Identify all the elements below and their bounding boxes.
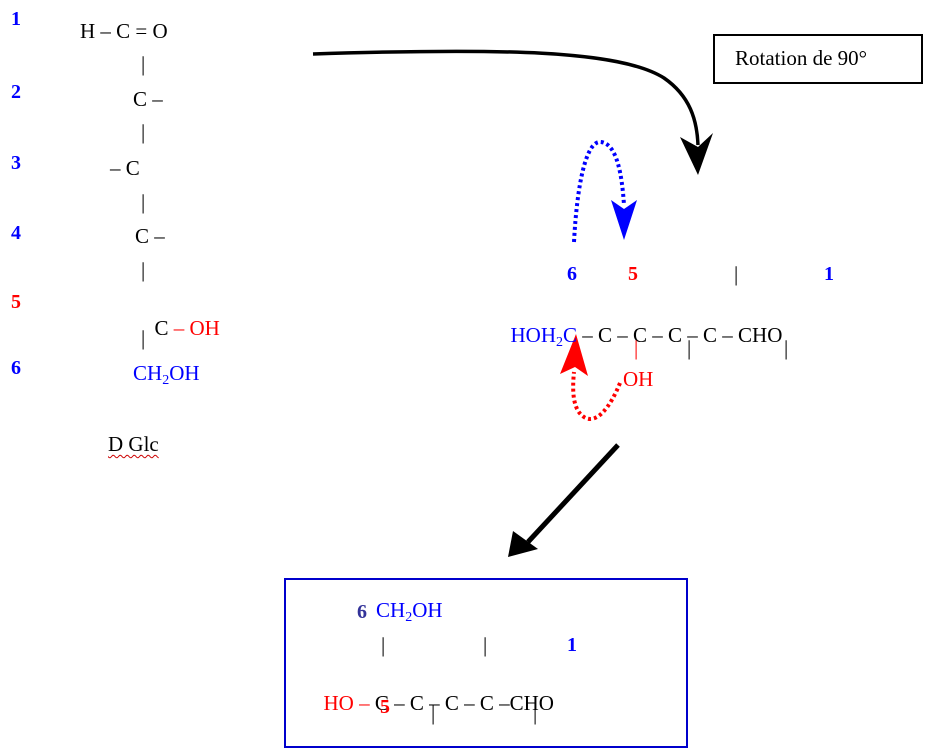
result-number-5: 5: [380, 696, 390, 718]
carbon-number-1: 1: [11, 8, 21, 30]
rotation-label-box: Rotation de 90°: [713, 34, 923, 84]
fischer-c2: C –: [133, 87, 163, 111]
fischer-bond-3: |: [141, 190, 146, 214]
molecule-name: D Glc: [108, 432, 159, 456]
fischer-c1: H – C = O: [80, 19, 168, 43]
fischer-c5: C – OH: [144, 292, 220, 340]
rotation-arrow-head: [680, 133, 713, 175]
rotation-label: Rotation de 90°: [735, 46, 868, 70]
horizontal-number-5: 5: [628, 263, 638, 285]
result-bottom-bond-2: |: [533, 701, 538, 725]
result-number-1: 1: [567, 634, 577, 656]
fischer-c5-hydroxyl: – OH: [173, 316, 220, 340]
blue-arrow-head: [611, 200, 637, 240]
carbon-number-2: 2: [11, 81, 21, 103]
fischer-bond-4: |: [141, 258, 146, 282]
fischer-c3: – C: [110, 156, 140, 180]
result-bottom-bond-1: |: [431, 701, 436, 725]
arrows-layer: [312, 49, 713, 557]
red-arrow-head: [560, 334, 588, 376]
horizontal-oh-bond: |: [634, 336, 639, 360]
result-top-bond-2: |: [483, 633, 488, 657]
carbon-number-4: 4: [11, 222, 21, 244]
result-chain-rest: C – C – C – C –CHO: [374, 691, 554, 715]
result-number-6: 6: [357, 601, 367, 623]
fischer-bond-1: |: [141, 52, 146, 76]
horizontal-bottom-bond-1: |: [687, 336, 692, 360]
result-hydroxyl: HO –: [323, 691, 375, 715]
result-chain: HO – C – C – C – C –CHO: [313, 667, 554, 715]
hydroxymethyl-group: HOH2C: [510, 323, 578, 350]
down-arrow-head: [508, 531, 538, 557]
horizontal-bottom-bond-2: |: [784, 336, 789, 360]
blue-dotted-arrow: [572, 140, 626, 243]
horizontal-oh: OH: [623, 367, 654, 391]
horizontal-top-bond: |: [734, 262, 739, 286]
down-arrow: [526, 443, 620, 544]
chain-rest: – C – C – C – C – CHO: [577, 323, 783, 347]
result-box: [284, 578, 688, 748]
fischer-bond-5: |: [141, 326, 146, 350]
result-top-bond-1: |: [381, 633, 386, 657]
result-ch2oh: CH2OH: [376, 598, 443, 625]
fischer-bond-2: |: [141, 120, 146, 144]
fischer-c4: C –: [135, 224, 165, 248]
horizontal-chain: HOH2C – C – C – C – C – CHO: [500, 299, 783, 350]
carbon-number-6: 6: [11, 357, 21, 379]
rotation-arrow: [312, 49, 700, 146]
carbon-number-3: 3: [11, 152, 21, 174]
horizontal-number-1: 1: [824, 263, 834, 285]
horizontal-number-6: 6: [567, 263, 577, 285]
fischer-c5-carbon: C: [154, 316, 169, 340]
fischer-c6: CH2OH: [133, 361, 200, 388]
red-dotted-arrow: [571, 371, 622, 421]
carbon-number-5: 5: [11, 291, 21, 313]
